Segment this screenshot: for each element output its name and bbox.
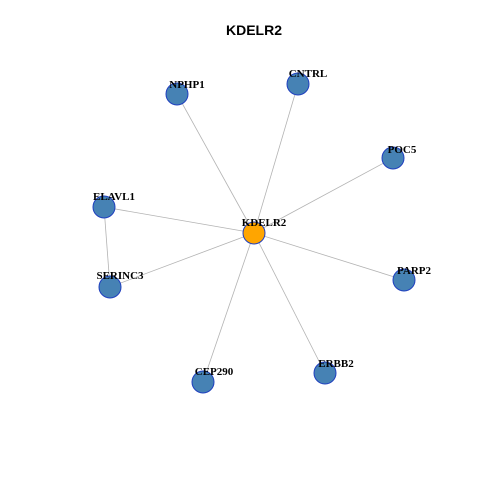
node-erbb2: [313, 361, 337, 385]
node-label-erbb2: ERBB2: [318, 358, 354, 370]
node-nphp1: [165, 82, 189, 106]
edge-kdelr2-cep290: [202, 232, 255, 383]
node-elavl1: [92, 195, 116, 219]
nodes-layer: [92, 72, 416, 394]
node-parp2: [392, 268, 416, 292]
edge-kdelr2-poc5: [253, 157, 394, 234]
node-label-parp2: PARP2: [397, 265, 432, 277]
edges-layer: [103, 83, 405, 383]
node-label-nphp1: NPHP1: [169, 79, 204, 91]
node-cep290: [191, 370, 215, 394]
edge-kdelr2-erbb2: [253, 232, 326, 374]
edge-kdelr2-elavl1: [103, 206, 255, 234]
edge-kdelr2-parp2: [253, 232, 405, 281]
node-poc5: [381, 146, 405, 170]
edge-kdelr2-nphp1: [176, 93, 255, 234]
node-label-serinc3: SERINC3: [96, 270, 144, 282]
node-serinc3: [98, 275, 122, 299]
node-kdelr2: [242, 221, 266, 245]
node-cntrl: [286, 72, 310, 96]
node-label-cntrl: CNTRL: [289, 68, 328, 80]
node-label-elavl1: ELAVL1: [93, 191, 135, 203]
diagram-title: KDELR2: [226, 22, 282, 38]
edge-kdelr2-cntrl: [253, 83, 299, 234]
edge-elavl1-serinc3: [103, 206, 111, 288]
edge-kdelr2-serinc3: [109, 232, 255, 288]
node-label-cep290: CEP290: [195, 366, 234, 378]
node-label-kdelr2: KDELR2: [242, 217, 287, 229]
node-label-poc5: POC5: [388, 144, 417, 156]
